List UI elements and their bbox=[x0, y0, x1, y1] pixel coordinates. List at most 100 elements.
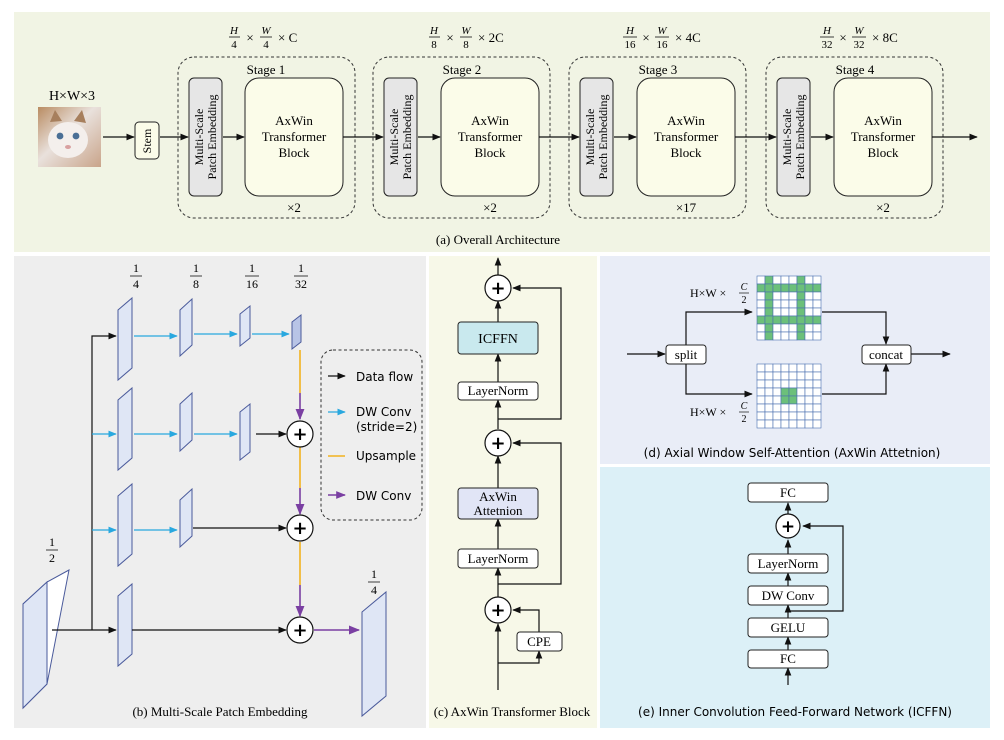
stage-1-channels: × C bbox=[278, 30, 297, 45]
grid-top-cell bbox=[780, 315, 790, 325]
grid-top-cell bbox=[796, 307, 806, 317]
grid-top-cell bbox=[788, 323, 798, 333]
stage-2-repeat: ×2 bbox=[483, 200, 497, 215]
svg-text:+: + bbox=[292, 620, 307, 641]
icffn-dwconv-label: DW Conv bbox=[762, 588, 815, 603]
fm-row3-c1 bbox=[117, 482, 133, 568]
grid-bottom-cell bbox=[772, 379, 782, 389]
grid-bottom-cell bbox=[764, 379, 774, 389]
stage-4-embed-box bbox=[776, 77, 811, 197]
stage-1-times: × bbox=[246, 30, 253, 45]
grid-bottom-cell bbox=[756, 403, 766, 413]
legend-box bbox=[320, 349, 423, 521]
grid-top-cell bbox=[788, 283, 798, 293]
grid-bottom-cell bbox=[772, 395, 782, 405]
axial-grid-top bbox=[756, 275, 822, 341]
grid-top-cell bbox=[772, 315, 782, 325]
grid-bottom-cell bbox=[812, 411, 822, 421]
stage-3-block-line1: AxWin bbox=[667, 113, 705, 128]
grid-bottom-cell bbox=[764, 387, 774, 397]
plus-node-2: + bbox=[286, 514, 314, 542]
grid-bottom-cell bbox=[764, 395, 774, 405]
grid-top-cell bbox=[756, 307, 766, 317]
stage-3-block-line2: Transformer bbox=[654, 129, 719, 144]
scale-label-1-32: 1 32 bbox=[294, 261, 308, 291]
grid-bottom-cell bbox=[788, 419, 798, 429]
grid-bottom-cell bbox=[780, 387, 790, 397]
grid-bottom-cell bbox=[796, 387, 806, 397]
dim-bottom-num: C bbox=[741, 401, 748, 412]
grid-bottom-cell bbox=[804, 411, 814, 421]
grid-top-cell bbox=[772, 275, 782, 285]
grid-bottom-cell bbox=[812, 371, 822, 381]
grid-top-cell bbox=[788, 299, 798, 309]
grid-bottom-cell bbox=[804, 403, 814, 413]
svg-text:+: + bbox=[490, 433, 505, 454]
dim-label-bottom: H×W × C 2 bbox=[690, 401, 749, 425]
stage-4-times: × bbox=[839, 30, 846, 45]
grid-bottom-cell bbox=[804, 363, 814, 373]
scale-1-2-num: 1 bbox=[49, 535, 55, 549]
layernorm-2-label: LayerNorm bbox=[468, 383, 529, 398]
grid-top-cell bbox=[812, 299, 822, 309]
stage-1-block-line3: Block bbox=[278, 145, 310, 160]
icffn-box bbox=[457, 321, 539, 355]
dw-conv-lines bbox=[295, 393, 361, 635]
stage-4-repeat: ×2 bbox=[876, 200, 890, 215]
cpe-label: CPE bbox=[527, 634, 551, 649]
grid-bottom-cell bbox=[796, 411, 806, 421]
grid-bottom-cell bbox=[804, 371, 814, 381]
panel-icffn: FC + LayerNorm DW Conv GELU FC (e) Inner… bbox=[600, 467, 990, 728]
attention-flow-lines bbox=[627, 308, 951, 398]
stage-2-hfrac-den: 8 bbox=[431, 39, 437, 51]
layernorm-1-label: LayerNorm bbox=[468, 551, 529, 566]
grid-top-cell bbox=[804, 331, 814, 341]
scale-label-1-8: 1 8 bbox=[190, 261, 202, 291]
grid-bottom-cell bbox=[788, 363, 798, 373]
grid-top-cell bbox=[796, 331, 806, 341]
icffn-flow-lines bbox=[784, 502, 844, 685]
layernorm-2-box bbox=[457, 381, 539, 401]
grid-bottom-cell bbox=[756, 371, 766, 381]
stage-1-hfrac-den: 4 bbox=[231, 39, 237, 51]
stage-4-channels: × 8C bbox=[872, 30, 898, 45]
grid-top-cell bbox=[780, 275, 790, 285]
stage-2-hfrac-num: H bbox=[429, 25, 439, 37]
scale-1-16-den: 16 bbox=[246, 277, 258, 291]
grid-bottom-cell bbox=[788, 387, 798, 397]
legend-upsample: Upsample bbox=[356, 449, 416, 463]
block-flow-lines bbox=[494, 257, 562, 690]
grid-bottom-cell bbox=[772, 411, 782, 421]
stage-3-repeat: ×17 bbox=[676, 200, 697, 215]
stage-1-block-line1: AxWin bbox=[275, 113, 313, 128]
stage-3: H 16 × W 16 × 4C Stage 3 Multi-Scale Pat… bbox=[568, 25, 747, 219]
grid-top-cell bbox=[788, 315, 798, 325]
stage-1-embed-line2: Patch Embedding bbox=[205, 95, 219, 180]
grid-bottom-cell bbox=[788, 395, 798, 405]
feature-maps bbox=[117, 296, 387, 718]
scale-1-16-num: 1 bbox=[249, 261, 255, 275]
fm-row1-c3 bbox=[239, 304, 251, 348]
stage-4-dashed-box bbox=[765, 56, 944, 219]
fm-row1-c4 bbox=[291, 313, 302, 351]
grid-top-cell bbox=[764, 283, 774, 293]
input-size-label: H×W×3 bbox=[49, 89, 95, 104]
grid-bottom-cell bbox=[804, 395, 814, 405]
grid-top-cell bbox=[796, 275, 806, 285]
scale-1-2-den: 2 bbox=[49, 551, 55, 565]
stage-1-repeat: ×2 bbox=[287, 200, 301, 215]
grid-bottom-cell bbox=[796, 403, 806, 413]
grid-top-cell bbox=[804, 307, 814, 317]
grid-top-cell bbox=[764, 291, 774, 301]
panel-axwin-transformer-block: + + + CPE LayerNorm AxWin Attetnion Laye… bbox=[429, 256, 597, 728]
caption-e: (e) Inner Convolution Feed-Forward Netwo… bbox=[638, 705, 952, 719]
fc-top-box bbox=[747, 482, 829, 503]
legend-dw-conv-stride-l2: (stride=2) bbox=[356, 420, 417, 434]
concat-box bbox=[861, 344, 912, 365]
grid-bottom-cell bbox=[772, 403, 782, 413]
plus-node-3: + bbox=[286, 616, 314, 644]
stage-4-block-line1: AxWin bbox=[864, 113, 902, 128]
panel-b-background bbox=[14, 256, 426, 728]
stem-label: Stem bbox=[140, 128, 154, 153]
scale-1-32-den: 32 bbox=[295, 277, 307, 291]
